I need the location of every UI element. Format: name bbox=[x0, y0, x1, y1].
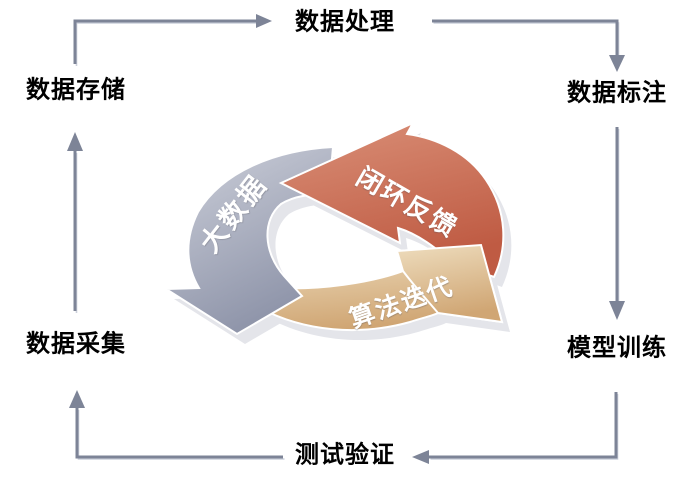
node-test-verification: 测试验证 bbox=[295, 440, 395, 469]
ring-arrowhead-algorithm-iteration bbox=[395, 243, 504, 324]
arrowhead-up-icon bbox=[67, 132, 83, 151]
arrowhead-down-icon bbox=[609, 55, 625, 72]
cycle-connectors bbox=[73, 19, 619, 459]
node-data-collection: 数据采集 bbox=[26, 329, 126, 358]
arrowhead-right-icon bbox=[256, 14, 272, 28]
ring-segment-closed-loop-feedback bbox=[278, 120, 505, 279]
connector-test-to-collection bbox=[75, 408, 283, 459]
node-data-annotation: 数据标注 bbox=[567, 78, 667, 107]
connector-highlights bbox=[75, 22, 620, 460]
cycle-arrowheads bbox=[67, 14, 625, 464]
connector-processing-to-annotation bbox=[432, 19, 619, 55]
connector-training-to-test bbox=[429, 392, 618, 459]
arrowhead-down-icon bbox=[609, 301, 625, 320]
ring-segment-big-data bbox=[162, 145, 335, 336]
node-model-training: 模型训练 bbox=[567, 333, 667, 362]
node-data-processing: 数据处理 bbox=[295, 7, 395, 36]
arrowhead-left-icon bbox=[412, 450, 429, 464]
connector-storage-to-processing bbox=[73, 19, 256, 64]
node-data-storage: 数据存储 bbox=[26, 75, 126, 104]
arrowhead-up-icon bbox=[69, 390, 85, 408]
